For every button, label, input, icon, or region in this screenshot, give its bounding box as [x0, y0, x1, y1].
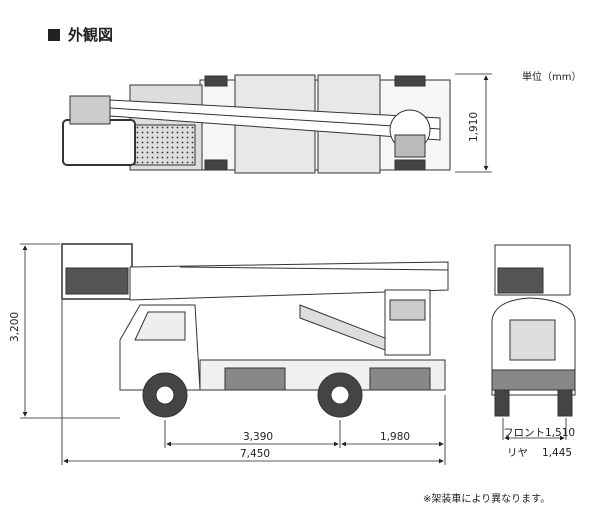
dim-height: [20, 243, 120, 419]
unit-label: 単位（mm）: [522, 72, 582, 83]
footnote: ※架装車により異なります。: [423, 494, 551, 505]
dim-height-label: 3,200: [9, 312, 21, 342]
page-title: 外観図: [48, 24, 113, 45]
dim-wheelbase-label: 3,390: [243, 431, 273, 443]
dim-track: [502, 418, 567, 441]
dim-lengths: [61, 300, 446, 465]
side-view: [61, 243, 449, 418]
dim-top-width-label: 1,910: [468, 112, 480, 142]
dim-rear-track-name: リヤ: [507, 447, 528, 459]
front-view: [491, 244, 576, 417]
dim-front-track-label: フロント1,510: [503, 427, 575, 439]
title-square-icon: [48, 28, 60, 41]
title-text: 外観図: [68, 26, 114, 44]
dim-rear-track-label: 1,445: [542, 447, 572, 459]
dim-overall-length-label: 7,450: [240, 448, 270, 460]
dim-rear-overhang-label: 1,980: [380, 431, 410, 443]
top-view: [62, 74, 451, 174]
dim-top-width: [455, 73, 492, 173]
